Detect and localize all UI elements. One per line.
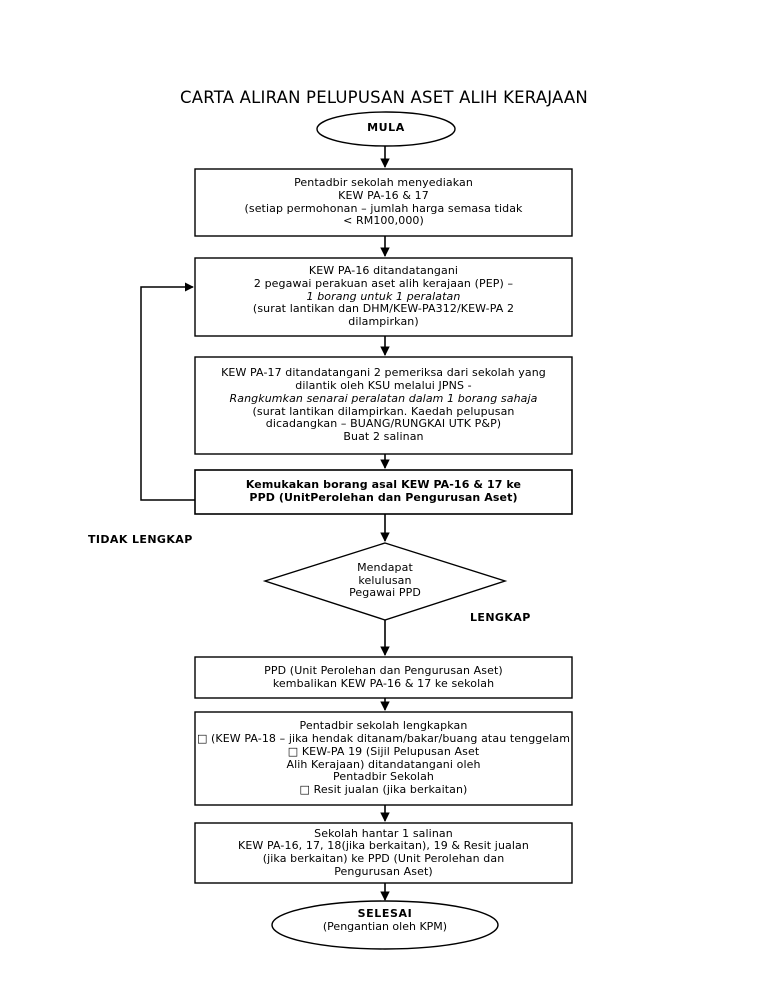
node-p5-label: PPD (Unit Perolehan dan Pengurusan Aset)…	[264, 663, 503, 690]
node-decision-label: Mendapat kelulusan Pegawai PPD	[349, 560, 421, 600]
node-end-shape	[271, 900, 499, 950]
node-p3-shape	[194, 356, 573, 455]
edge-feedback-loop	[140, 282, 195, 501]
node-p1-label: Pentadbir sekolah menyediakan KEW PA-16 …	[244, 176, 523, 228]
node-p1-shape	[194, 168, 573, 237]
edge-label-tidak-lengkap: TIDAK LENGKAP	[88, 533, 193, 546]
node-p7-shape	[194, 822, 573, 884]
node-p6-label: Pentadbir sekolah lengkapkan □ (KEW PA-1…	[196, 719, 571, 796]
node-start-shape	[316, 111, 456, 147]
node-p2-label: KEW PA-16 ditandatangani 2 pegawai perak…	[252, 264, 515, 329]
node-p4-label: Kemukakan borang asal KEW PA-16 & 17 ke …	[245, 478, 522, 504]
node-p3-label: KEW PA-17 ditandatangani 2 pemeriksa dar…	[221, 366, 546, 443]
node-p4-shape	[194, 469, 573, 515]
page-title: CARTA ALIRAN PELUPUSAN ASET ALIH KERAJAA…	[180, 88, 588, 107]
node-end-label: SELESAI (Pengantian oleh KPM)	[322, 907, 448, 933]
node-p2-shape	[194, 257, 573, 337]
edge-label-lengkap: LENGKAP	[470, 611, 531, 624]
node-p6-shape	[194, 711, 573, 806]
node-p7-label: Sekolah hantar 1 salinan KEW PA-16, 17, …	[238, 826, 529, 878]
node-p5-shape	[194, 656, 573, 699]
node-start-label: MULA	[367, 121, 405, 134]
